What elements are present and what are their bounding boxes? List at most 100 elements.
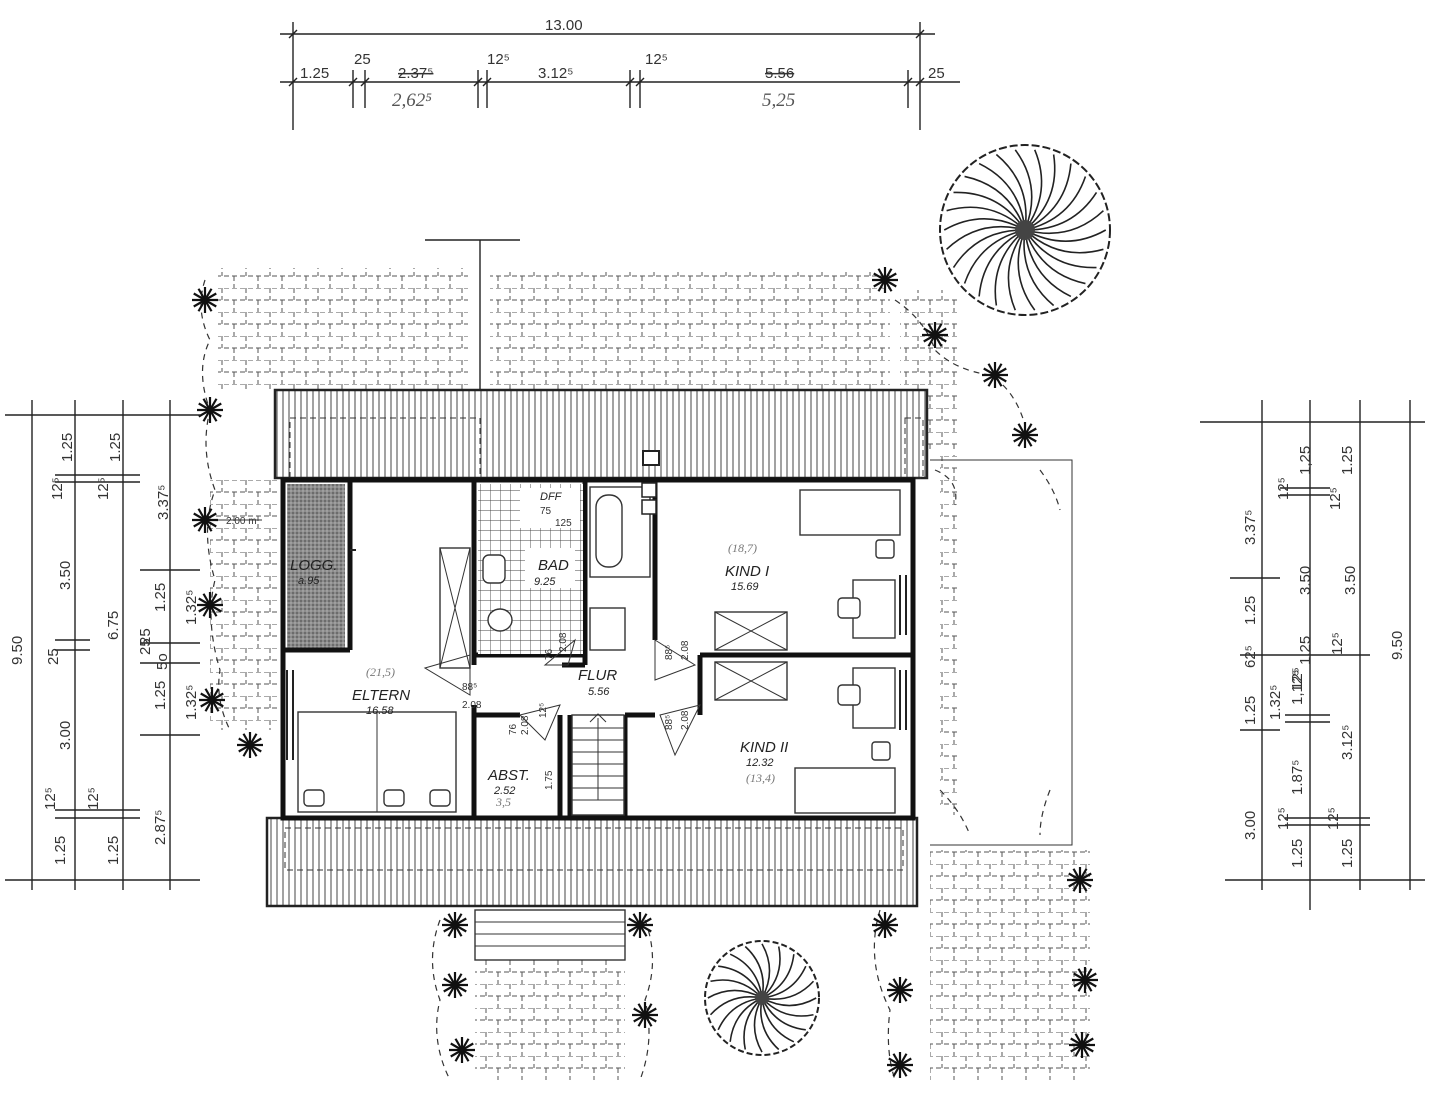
bad-window-label: DFF <box>540 491 563 503</box>
shrubs <box>192 267 1098 1078</box>
door-kind1-width: 88⁵ <box>664 645 675 660</box>
dim-left-b5: 1.25 <box>105 836 122 865</box>
dim-left-d3: 1.25 <box>152 681 169 710</box>
dim-top-7-handwritten: 5,25 <box>762 90 795 111</box>
eltern-label: ELTERN <box>352 687 410 704</box>
roof-eave-bottom <box>265 816 919 908</box>
left-dimension-chain: 9.50 1.25 12⁵ 3.50 25 3.00 12⁵ 1.25 12⁵ … <box>5 400 262 890</box>
door-kind2-height: 2.08 <box>680 710 691 730</box>
right-dimension-chain: 9.50 3.37⁵ 1.25 62⁵ 1.25 3.00 12⁵ 1.32⁵ … <box>1200 400 1425 910</box>
door-bad-width: 76 <box>544 648 555 660</box>
door-abst-width: 76 <box>508 723 519 735</box>
dim-right-c7: 1.25 <box>1339 839 1356 868</box>
loggia-area: a.95 <box>298 575 320 587</box>
dim-right-d3: 1.25 <box>1297 636 1314 665</box>
flur-area: 5.56 <box>588 686 610 698</box>
dim-left-b3: 5o <box>154 653 171 670</box>
shower <box>589 607 626 651</box>
staircase <box>571 713 625 816</box>
abst-label: ABST. <box>487 767 530 784</box>
door-dimensions: 76 2.08 88⁵ 2.08 88⁵ 2.08 76 2.08 12⁵ 88… <box>462 632 691 735</box>
dim-left-c3: 1.32⁵ <box>183 590 200 625</box>
dim-right-overall: 9.50 <box>1389 631 1406 660</box>
dim-right-d2: 12⁵ <box>1329 632 1346 655</box>
kind2-label: KIND II <box>740 739 788 756</box>
dim-left-b2: 6.75 <box>105 611 122 640</box>
dim-left-c5: 1.32⁵ <box>183 685 200 720</box>
dim-right-a4: 1.25 <box>1242 696 1259 725</box>
dim-top-7: 5.56 <box>765 65 794 82</box>
loggia-width-label: 2.00 m <box>226 516 257 527</box>
dim-left-a2: 12⁵ <box>49 477 66 500</box>
top-dimension-chain: 13.00 1.25 25 2.37⁵ 2,62⁵ 12⁵ 3.12⁵ 12⁵ … <box>280 17 960 130</box>
toilet <box>482 554 506 584</box>
dim-right-b4: 12⁵ <box>1275 807 1292 830</box>
dim-right-d4: 3.50 <box>1342 566 1359 595</box>
bad-label: BAD <box>538 557 569 574</box>
dim-right-b1: 12⁵ <box>1275 477 1292 500</box>
door-kind2-width: 88⁵ <box>664 715 675 730</box>
washbasin <box>487 608 513 632</box>
dim-right-a2: 1.25 <box>1242 596 1259 625</box>
dim-top-2: 25 <box>354 51 371 68</box>
dim-top-6: 12⁵ <box>645 51 668 68</box>
downpipe <box>425 239 520 390</box>
kind2-pencil-area: (13,4) <box>746 771 775 785</box>
kind2-area: 12.32 <box>746 757 774 769</box>
dim-left-a6: 12⁵ <box>42 787 59 810</box>
dim-right-c2: 12⁵ <box>1327 487 1344 510</box>
room-labels: LOGG. a.95 (21,5) ELTERN 16.58 DFF 75 12… <box>290 491 788 809</box>
dim-right-d1: 1.25 <box>1339 446 1356 475</box>
building <box>265 388 929 908</box>
loggia-label: LOGG. <box>290 557 338 574</box>
dim-left-a1: 1.25 <box>59 433 76 462</box>
door-bad-height: 2.08 <box>558 632 569 652</box>
dim-right-b3: 1.87⁵ <box>1289 760 1306 795</box>
dim-left-c4: 25 <box>137 628 154 645</box>
bad-window-size: 75 <box>540 506 552 517</box>
dim-left-c6: 2.87⁵ <box>152 810 169 845</box>
dim-left-overall: 9.50 <box>9 636 26 665</box>
dim-right-c5: 3.12⁵ <box>1339 725 1356 760</box>
dim-top-5: 3.12⁵ <box>538 65 573 82</box>
door-abst-side: 12⁵ <box>538 703 549 718</box>
dim-right-d5: 12⁵ <box>1289 667 1306 690</box>
dim-top-4: 12⁵ <box>487 51 510 68</box>
abst-pencil: 3,5 <box>495 795 511 809</box>
dim-left-a3: 3.50 <box>57 561 74 590</box>
bed-kind1 <box>799 489 901 536</box>
dim-top-3: 2.37⁵ <box>398 65 433 82</box>
dim-right-b2: 1.32⁵ <box>1267 685 1284 720</box>
dim-top-1: 1.25 <box>300 65 329 82</box>
dim-left-c2: 3.37⁵ <box>155 485 172 520</box>
flur-label: FLUR <box>578 667 617 684</box>
tree-top-right <box>939 144 1111 316</box>
entrance-steps <box>474 909 626 961</box>
eltern-pencil-area: (21,5) <box>366 665 395 679</box>
abst-side-dim: 1.75 <box>544 770 555 790</box>
dim-top-8: 25 <box>928 65 945 82</box>
dim-left-b1: 12⁵ <box>95 477 112 500</box>
dim-left-a5: 3.00 <box>57 721 74 750</box>
dim-left-d2: 25 <box>137 638 154 655</box>
bad-area: 9.25 <box>534 576 556 588</box>
bad-window-size2: 125 <box>555 518 572 529</box>
eltern-area: 16.58 <box>366 705 394 717</box>
dim-right-a5: 3.00 <box>1242 811 1259 840</box>
dim-left-c1: 1.25 <box>107 433 124 462</box>
door-eltern-height: 2.08 <box>462 700 482 711</box>
door-eltern-width: 88⁵ <box>462 682 477 693</box>
dim-left-d1: 1.25 <box>152 583 169 612</box>
terrace-outline <box>930 459 1073 846</box>
roof-eave-top <box>273 388 929 480</box>
tree-bottom <box>704 940 820 1056</box>
door-kind1-height: 2.08 <box>680 640 691 660</box>
door-abst-height: 2.08 <box>520 715 531 735</box>
abst-area: 2.52 <box>493 785 515 797</box>
kind1-label: KIND I <box>725 563 769 580</box>
dim-left-a4: 25 <box>45 648 62 665</box>
dim-right-a1: 3.37⁵ <box>1242 510 1259 545</box>
kind1-area: 15.69 <box>731 581 759 593</box>
dim-right-c3: 3.50 <box>1297 566 1314 595</box>
